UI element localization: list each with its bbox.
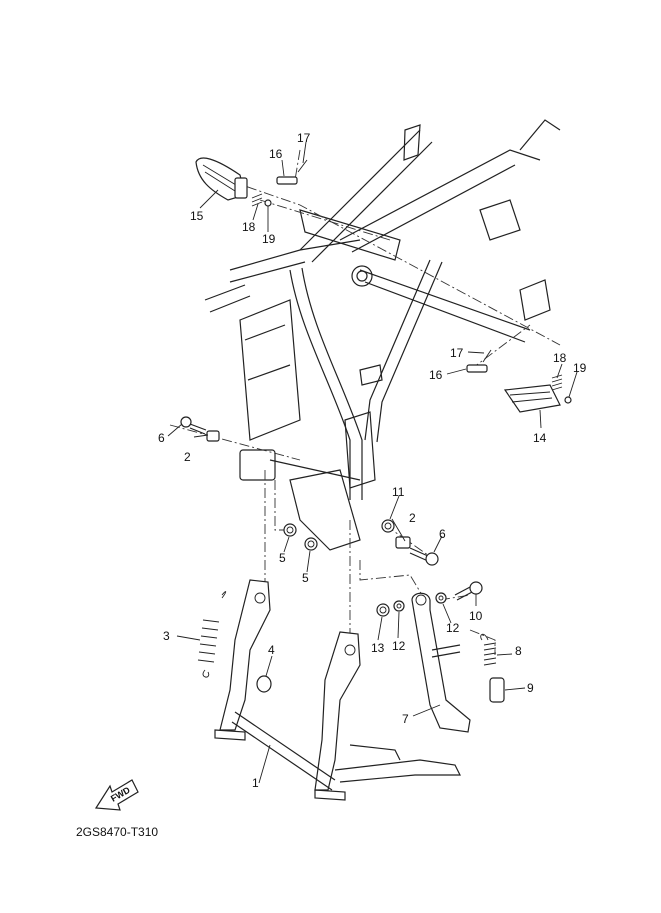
right-footrest xyxy=(503,384,561,413)
right-bolt-6 xyxy=(409,547,439,566)
bolt-10 xyxy=(454,581,483,601)
collar-9 xyxy=(489,677,505,703)
callout-2-right: 2 xyxy=(409,511,416,525)
callout-3: 3 xyxy=(163,629,170,643)
callout-19-right: 19 xyxy=(573,361,587,375)
callout-8: 8 xyxy=(515,644,522,658)
callout-5-upper: 5 xyxy=(279,551,286,565)
diagram-code: 2GS8470-T310 xyxy=(76,825,158,839)
callout-18-left: 18 xyxy=(242,220,256,234)
centerstand xyxy=(214,579,461,801)
callout-4: 4 xyxy=(268,643,275,657)
callout-7: 7 xyxy=(402,712,409,726)
centerstand-spring-3 xyxy=(197,591,227,678)
callout-6-right: 6 xyxy=(439,527,446,541)
nut-13 xyxy=(376,603,390,617)
callout-11: 11 xyxy=(392,485,405,499)
callout-17-right: 17 xyxy=(450,346,464,360)
leader-lines xyxy=(167,141,578,784)
callout-14: 14 xyxy=(533,431,547,445)
motorcycle-frame xyxy=(204,119,561,551)
callout-9: 9 xyxy=(527,681,534,695)
callout-19-left: 19 xyxy=(262,232,276,246)
left-footrest xyxy=(195,157,248,201)
callout-16-right: 16 xyxy=(429,368,443,382)
bumper-4 xyxy=(256,675,272,693)
callout-6-left: 6 xyxy=(158,431,165,445)
callout-15: 15 xyxy=(190,209,204,223)
washer-12-lower xyxy=(393,600,405,612)
callout-16-left: 16 xyxy=(269,147,283,161)
right-spring-18 xyxy=(551,374,572,404)
callout-13: 13 xyxy=(371,641,385,655)
assembly-lines xyxy=(169,149,561,655)
left-spring-18 xyxy=(251,193,272,207)
right-footrest-pin xyxy=(466,349,492,373)
nut-5-upper xyxy=(283,523,297,537)
callout-12-lower: 12 xyxy=(392,639,406,653)
callout-17-left: 17 xyxy=(297,131,311,145)
callout-2-left: 2 xyxy=(184,450,191,464)
callout-1: 1 xyxy=(252,776,259,790)
nut-5-lower xyxy=(304,537,318,551)
callout-18-right: 18 xyxy=(553,351,567,365)
fwd-arrow-icon: FWD xyxy=(94,779,139,811)
left-collar-2 xyxy=(206,430,220,442)
callout-5-lower: 5 xyxy=(302,571,309,585)
sidestand xyxy=(411,592,471,733)
left-bolt-6 xyxy=(180,416,207,435)
left-footrest-pin xyxy=(276,159,308,185)
nut-11 xyxy=(381,519,395,533)
spring-8 xyxy=(480,633,497,666)
right-collar-2 xyxy=(395,536,411,549)
callout-12-upper: 12 xyxy=(446,621,460,635)
washer-12-upper xyxy=(435,592,447,604)
callout-10: 10 xyxy=(469,609,483,623)
callouts: 1 2 2 3 4 5 5 6 6 7 8 9 10 11 12 12 13 1… xyxy=(158,131,587,790)
